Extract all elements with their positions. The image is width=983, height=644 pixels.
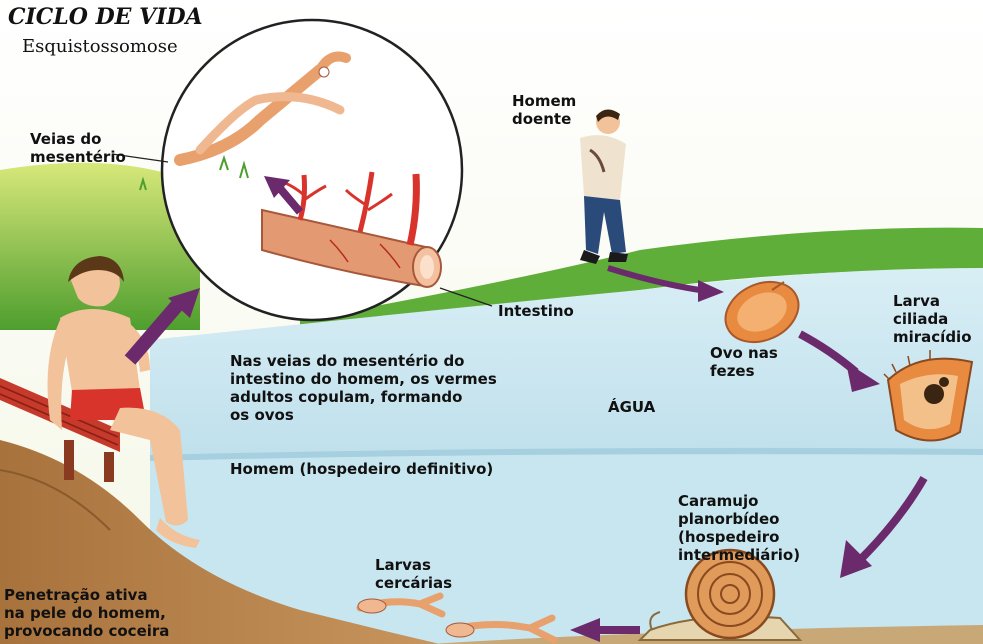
label-cercarias: Larvas cercárias <box>375 556 452 592</box>
magnified-mesentery-circle <box>162 20 462 320</box>
label-veias-texto: Nas veias do mesentério do intestino do … <box>230 352 497 424</box>
label-intestino: Intestino <box>498 302 574 320</box>
label-veias-mesenterio: Veias do mesentério <box>30 130 126 166</box>
label-agua: ÁGUA <box>608 398 655 416</box>
label-hospedeiro-definitivo: Homem (hospedeiro definitivo) <box>230 460 493 478</box>
label-penetracao: Penetração ativa na pele do homem, provo… <box>4 586 169 640</box>
diagram-subtitle: Esquistossomose <box>22 36 178 57</box>
label-ovo-fezes: Ovo nas fezes <box>710 344 778 380</box>
diagram-title: CICLO DE VIDA <box>8 4 203 30</box>
label-caramujo: Caramujo planorbídeo (hospedeiro interme… <box>678 492 800 564</box>
label-homem-doente: Homem doente <box>512 92 576 128</box>
label-larva-ciliada: Larva ciliada miracídio <box>893 292 972 346</box>
